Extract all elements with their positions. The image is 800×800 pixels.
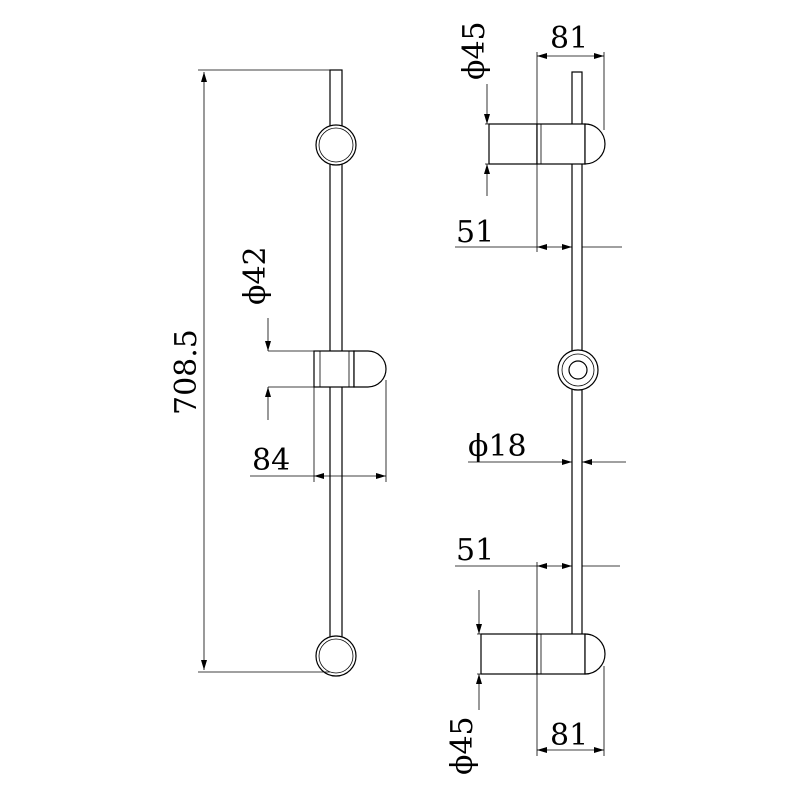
- holder-diameter-label: ϕ42: [238, 246, 273, 305]
- dimension-top-offset: 51: [455, 164, 622, 252]
- dimension-top-bracket-depth: 81: [536, 21, 605, 130]
- top-bracket-depth-label: 81: [550, 21, 588, 56]
- dimension-top-bracket-diameter: ϕ45: [457, 21, 537, 196]
- front-bottom-bracket: [315, 635, 357, 677]
- dimension-bottom-bracket-diameter: ϕ45: [445, 590, 537, 775]
- front-slider-holder: [313, 350, 387, 388]
- front-view: 708.5 ϕ42 84: [169, 69, 387, 677]
- bottom-offset-label: 51: [456, 533, 494, 568]
- side-view: ϕ45 81 51 ϕ18 51: [445, 21, 626, 775]
- holder-depth-label: 84: [252, 443, 290, 478]
- top-bracket-diameter-label: ϕ45: [457, 21, 492, 80]
- dimension-overall-height: 708.5: [169, 69, 330, 673]
- rod-diameter-label: ϕ18: [468, 429, 527, 464]
- bottom-bracket-diameter-label: ϕ45: [445, 716, 480, 775]
- dimension-bottom-bracket-depth: 81: [536, 666, 605, 756]
- front-top-bracket: [315, 124, 357, 166]
- overall-height-label: 708.5: [169, 329, 204, 415]
- front-top-bracket-inner: [318, 127, 354, 163]
- top-offset-label: 51: [456, 215, 494, 250]
- front-bottom-bracket-inner: [318, 638, 354, 674]
- side-top-bracket: [488, 123, 606, 165]
- side-bottom-bracket: [480, 633, 606, 675]
- dimension-holder-diameter: ϕ42: [238, 246, 314, 420]
- dimension-bottom-offset: 51: [455, 533, 620, 634]
- side-slider-ring: [557, 349, 599, 391]
- dimension-rod-diameter: ϕ18: [468, 429, 626, 465]
- dimension-holder-depth: 84: [250, 380, 387, 482]
- bottom-bracket-depth-label: 81: [550, 718, 588, 753]
